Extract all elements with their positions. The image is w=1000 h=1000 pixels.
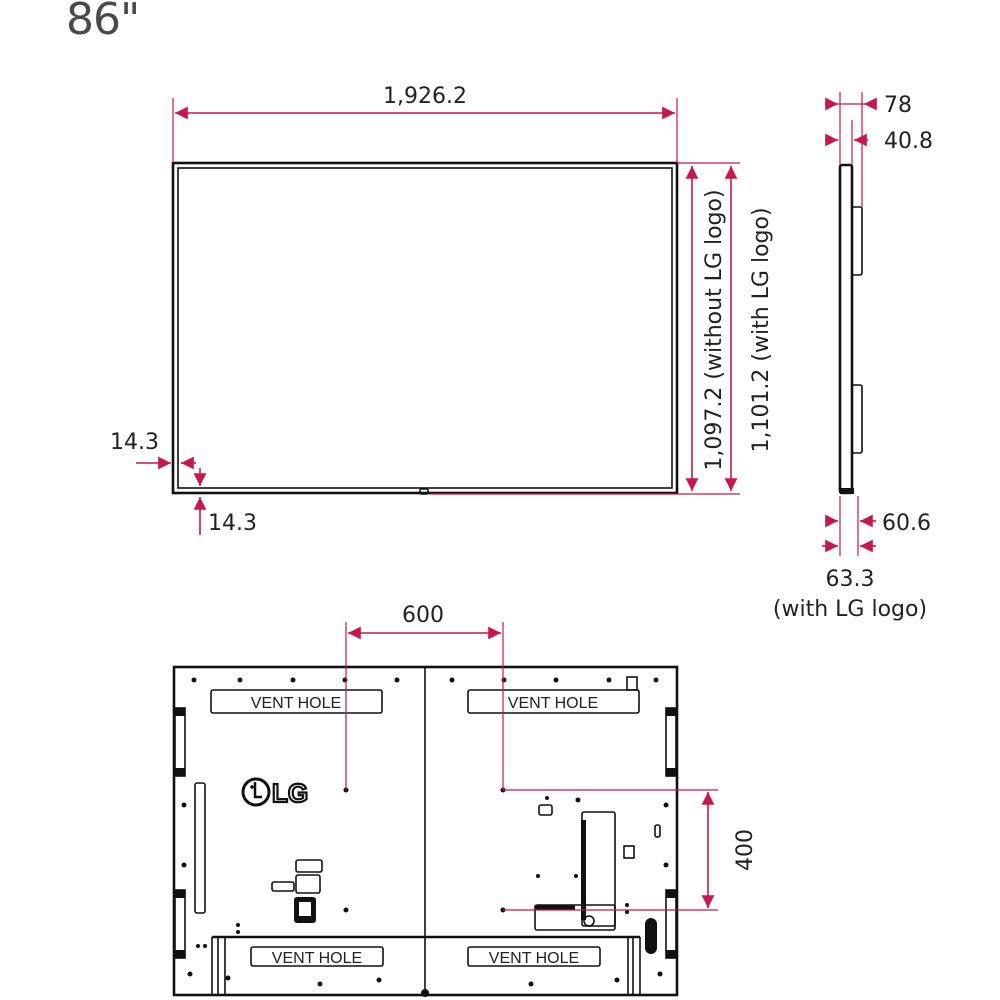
vent-hole-label: VENT HOLE bbox=[272, 950, 362, 967]
vesa-horizontal-label: 600 bbox=[402, 603, 444, 628]
right-lower-handle bbox=[665, 889, 677, 959]
vent-hole-label: VENT HOLE bbox=[508, 695, 598, 712]
vesa-vertical-label: 400 bbox=[733, 829, 758, 871]
lg-logo-text: LG bbox=[272, 778, 308, 808]
vent-hole-bottom-right bbox=[467, 946, 601, 967]
vent-hole-label: VENT HOLE bbox=[489, 950, 579, 967]
front-screen-edge bbox=[177, 167, 673, 489]
terminal-block bbox=[581, 811, 616, 927]
side-view: 78 40.8 60.6 63.3 (with LG logo) bbox=[773, 92, 933, 622]
width-label: 1,926.2 bbox=[383, 84, 467, 109]
rear-view: VENT HOLE VENT HOLE VENT HOLE VENT HOLE bbox=[172, 603, 758, 997]
vent-hole-label: VENT HOLE bbox=[251, 695, 341, 712]
height-with-logo-label: 1,101.2 (with LG logo) bbox=[749, 207, 774, 452]
lg-logo: LG bbox=[241, 777, 309, 809]
front-logo-bump bbox=[419, 488, 429, 495]
bottom-depth-logo-note: (with LG logo) bbox=[773, 597, 927, 622]
left-upper-handle bbox=[174, 707, 186, 777]
depth-total-label: 78 bbox=[884, 93, 912, 118]
front-outer-frame bbox=[171, 161, 679, 495]
bezel-bottom-label: 14.3 bbox=[208, 511, 257, 536]
side-lower-bracket bbox=[851, 384, 863, 454]
screw-holes bbox=[181, 677, 669, 997]
bottom-depth-logo-label: 63.3 bbox=[826, 567, 875, 592]
right-upper-handle bbox=[665, 707, 677, 777]
vent-hole-bottom-left bbox=[250, 946, 384, 967]
size-title: 86" bbox=[66, 0, 140, 45]
height-without-logo-label: 1,097.2 (without LG logo) bbox=[702, 189, 727, 470]
front-view: 1,926.2 1,097.2 (without LG logo) 1,101.… bbox=[110, 84, 774, 536]
bottom-depth-label: 60.6 bbox=[882, 511, 931, 536]
side-upper-bracket bbox=[851, 206, 863, 276]
bezel-side-label: 14.3 bbox=[110, 430, 159, 455]
left-lower-handle bbox=[174, 889, 186, 959]
vent-hole-top-right bbox=[467, 689, 640, 714]
side-panel bbox=[838, 163, 854, 495]
depth-panel-label: 40.8 bbox=[884, 129, 933, 154]
vent-hole-top-left bbox=[210, 689, 383, 714]
